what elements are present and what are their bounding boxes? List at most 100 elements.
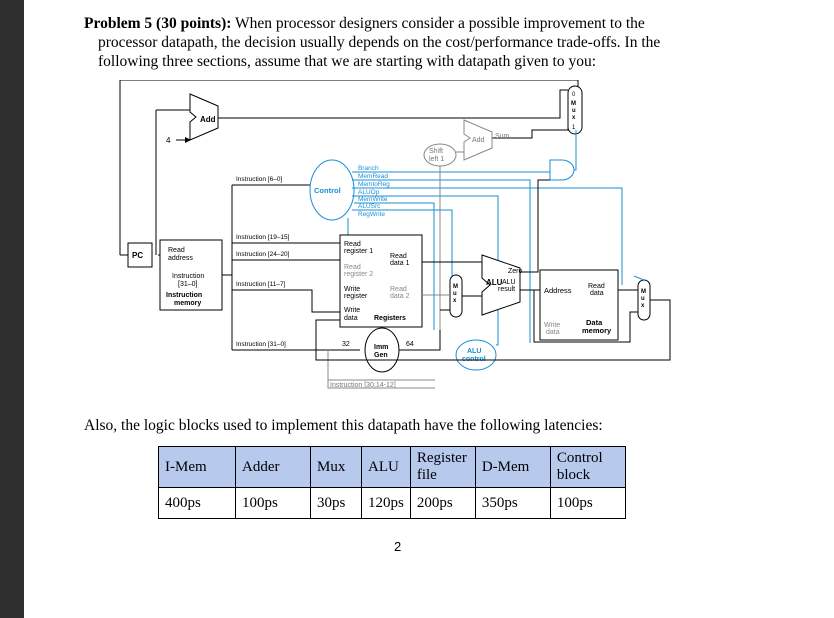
instr-19-15: Instruction [19–15] [236, 234, 290, 241]
wbmux-u: u [641, 296, 645, 302]
pc-adder-label: Add [200, 115, 216, 124]
dmem-wd-1: Write [544, 322, 560, 329]
dmem-title-2: memory [582, 326, 612, 335]
val-alu: 120ps [361, 487, 411, 519]
instruction-memory: Read address Instruction [31–0] Instruct… [159, 239, 223, 311]
immgen-1: Imm [374, 344, 388, 351]
sig-alusrc: ALUSrc [358, 203, 381, 210]
dmem-address: Address [544, 286, 572, 295]
wbmux-x: x [641, 303, 645, 309]
control-unit: Control [309, 159, 355, 221]
problem-intro-line2: processor datapath, the decision usually… [98, 34, 661, 51]
pc-feedback-wires [119, 80, 579, 256]
page-number: 2 [394, 539, 402, 554]
imm-gen: Imm Gen 32 64 Instruction [30,14-12] [327, 327, 441, 389]
alu-zero: Zero [508, 268, 523, 275]
reg-rr2-b: register 2 [344, 271, 373, 278]
control-signal-wires [347, 166, 623, 345]
pcmux-1: 1 [572, 125, 576, 131]
shift-label-1: Shift [429, 148, 443, 155]
hdr-regfile-1: Register [416, 450, 467, 466]
instruction-bus [222, 184, 360, 351]
pcmux-0: 0 [572, 92, 576, 98]
hdr-imem: I-Mem [158, 446, 236, 488]
data-memory: Address Read data Write data Data memory [539, 269, 619, 341]
branch-adder: Add Sum [463, 119, 510, 161]
alu: ALU Zero ALU result [422, 179, 550, 316]
alumux-x: x [453, 298, 457, 304]
instr-11-7: Instruction [11–7] [236, 281, 286, 288]
pcmux-m: M [571, 101, 576, 107]
hdr-alu: ALU [361, 446, 411, 488]
reg-title: Registers [374, 315, 406, 322]
val-imem: 400ps [158, 487, 236, 519]
hdr-dmem: D-Mem [474, 446, 551, 488]
val-dmem: 350ps [474, 487, 551, 519]
dmem-title-1: Data [586, 318, 603, 327]
alu-source-mux: M u x [422, 274, 463, 318]
sig-memread: MemRead [358, 173, 388, 180]
hdr-adder: Adder [235, 446, 311, 488]
branch-adder-sum: Sum [495, 133, 510, 140]
latency-value-row: 400ps 100ps 30ps 120ps 200ps 350ps 100ps [158, 487, 626, 519]
dmem-wd-2: data [546, 329, 560, 336]
reg-wr-b: register [344, 293, 368, 300]
also-text: Also, the logic blocks used to implement… [84, 417, 603, 434]
shift-left-unit: Shift left 1 [423, 143, 464, 330]
problem-heading: Problem 5 (30 points): [84, 15, 232, 32]
pc-label: PC [132, 251, 143, 260]
reg-rd2-b: data 2 [390, 293, 410, 300]
pc-source-mux: 0 M u x 1 [567, 85, 583, 135]
instr-6-0: Instruction [6–0] [236, 176, 282, 183]
program-counter: PC [127, 242, 153, 268]
reg-rd1-a: Read [390, 253, 407, 260]
hdr-control-2: block [556, 467, 591, 483]
problem-intro-line1: When processor designers consider a poss… [231, 15, 645, 32]
sig-branch: Branch [358, 165, 379, 172]
alu-label: ALU [486, 278, 503, 287]
imm-64: 64 [406, 341, 414, 348]
problem-intro-line3: following three sections, assume that we… [98, 53, 597, 70]
pcmux-x: x [572, 115, 576, 121]
branch-and-gate [549, 130, 577, 181]
imem-bits: [31–0] [178, 281, 198, 288]
constant-four: 4 [166, 136, 171, 145]
control-signal-labels: Branch MemRead MemtoReg ALUOp MemWrite A… [358, 165, 390, 218]
shift-label-2: left 1 [429, 156, 444, 163]
sig-aluop: ALUOp [358, 189, 380, 196]
hdr-control-1: Control [556, 450, 603, 466]
reg-rr1-a: Read [344, 241, 361, 248]
immgen-2: Gen [374, 352, 388, 359]
hdr-mux: Mux [310, 446, 362, 488]
reg-rr2-a: Read [344, 264, 361, 271]
wbmux-m: M [641, 289, 646, 295]
pc-adder: Add 4 [166, 93, 219, 145]
alu-result-1: ALU [502, 279, 516, 286]
reg-wd-b: data [344, 315, 358, 322]
val-control: 100ps [549, 487, 626, 519]
alu-result-2: result [498, 286, 515, 293]
alumux-u: u [453, 291, 457, 297]
imem-instruction: Instruction [172, 273, 204, 280]
imm-32: 32 [342, 341, 350, 348]
imem-read: Read [168, 247, 185, 254]
instr-31-0: Instruction [31–0] [236, 341, 286, 348]
pcmux-u: u [572, 108, 576, 114]
dmem-rd-1: Read [588, 283, 605, 290]
problem-statement: Problem 5 (30 points): When processor de… [84, 14, 734, 71]
instr-30-14-12: Instruction [30,14-12] [330, 382, 396, 389]
sig-memtoreg: MemtoReg [358, 181, 390, 188]
reg-wd-a: Write [344, 307, 360, 314]
imem-title1: Instruction [166, 292, 202, 299]
sig-regwrite: RegWrite [358, 211, 385, 218]
imem-title2: memory [174, 300, 201, 307]
reg-rd1-b: data 1 [390, 260, 410, 267]
val-adder: 100ps [235, 487, 311, 519]
control-label: Control [314, 186, 341, 195]
reg-rd2-a: Read [390, 286, 407, 293]
datapath-diagram: Add 4 Add Sum Shift left 1 0 M u x 1 PC … [119, 80, 671, 389]
aluctl-1: ALU [467, 348, 481, 355]
sig-memwrite: MemWrite [358, 196, 388, 203]
